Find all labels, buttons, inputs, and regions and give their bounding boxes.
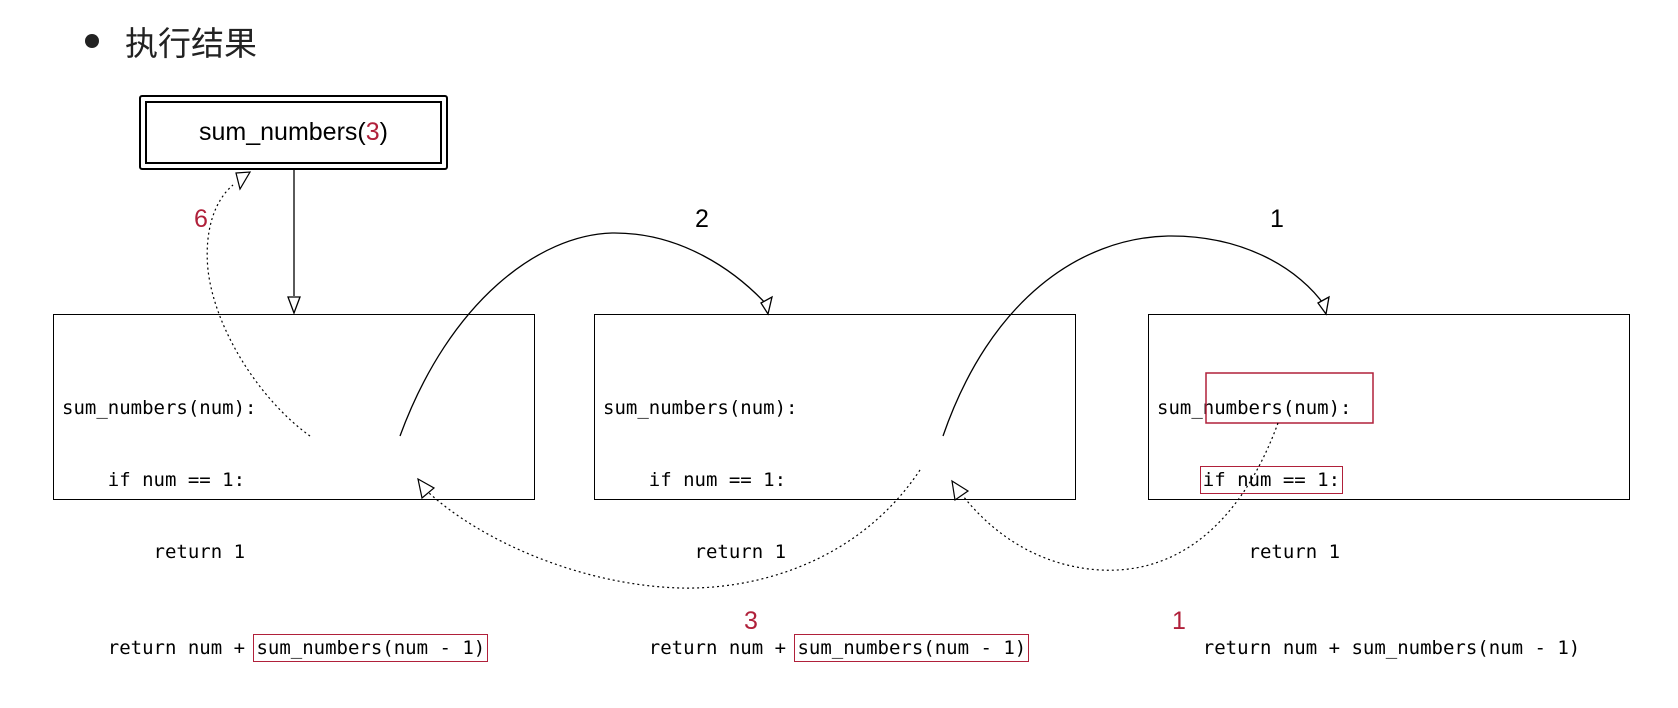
call-label-first: 2 [695,205,709,233]
bullet-heading: 执行结果 [85,16,257,66]
call-arrowhead-1-to-2 [760,295,773,316]
frame-2-line-return1: return 1 [603,541,787,563]
frame-2-line-def: sum_numbers(num): [603,397,798,419]
frame-1-line-return1: return 1 [62,541,246,563]
frame-3-line-return1: return 1 [1157,540,1580,564]
frame-2-code: sum_numbers(num): if num == 1: return 1 … [603,348,1030,708]
frame-1-code: sum_numbers(num): if num == 1: return 1 … [62,348,489,708]
initial-call-inner: sum_numbers(3) [145,101,442,164]
return-arrowhead-1-to-top [235,171,252,191]
frame-1-line-if: if num == 1: [62,469,246,491]
call-frame-2: sum_numbers(num): if num == 1: return 1 … [594,314,1076,662]
initial-call-box: sum_numbers(3) [139,95,448,170]
return-label-top: 6 [194,205,208,233]
frame-1-return-prefix: return num + [62,637,257,659]
bullet-dot-icon [85,34,99,48]
frame-3-line-def: sum_numbers(num): [1157,397,1352,419]
heading-text: 执行结果 [125,24,257,63]
frame-1-recursive-call-highlight: sum_numbers(num - 1) [253,634,489,662]
frame-1-line-recurse: return num + sum_numbers(num - 1) [62,634,489,662]
call-frame-3: sum_numbers(num): if num == 1: return 1 … [1148,314,1630,659]
initial-call-close: ) [379,118,388,146]
frame-3-line-recurse: return num + sum_numbers(num - 1) [1157,637,1581,659]
frame-2-line-if: if num == 1: [603,469,787,491]
frame-3-if-indent [1157,469,1203,491]
call-arrowhead-2-to-3 [1317,295,1330,316]
initial-call-func: sum_numbers( [199,118,366,146]
return-label-base: 1 [1172,607,1186,635]
frame-3-return-indent [1157,541,1203,563]
call-label-second: 1 [1270,205,1284,233]
frame-2-recursive-call-highlight: sum_numbers(num - 1) [794,634,1030,662]
frame-3-code: sum_numbers(num): if num == 1: return 1 … [1157,348,1580,708]
frame-3-line-if: if num == 1: [1157,466,1580,494]
frame-2-return-prefix: return num + [603,637,798,659]
initial-call-arg: 3 [365,118,380,146]
frame-3-return1-text: return 1 [1202,541,1341,563]
frame-2-line-recurse: return num + sum_numbers(num - 1) [603,634,1030,662]
return-label-middle: 3 [744,607,758,635]
call-frame-1: sum_numbers(num): if num == 1: return 1 … [53,314,535,662]
frame-1-line-def: sum_numbers(num): [62,397,257,419]
frame-3-if-cond: if num == 1: [1202,469,1341,491]
initial-call-arrowhead [287,296,301,315]
frame-3-base-case-highlight: if num == 1: [1199,466,1344,494]
